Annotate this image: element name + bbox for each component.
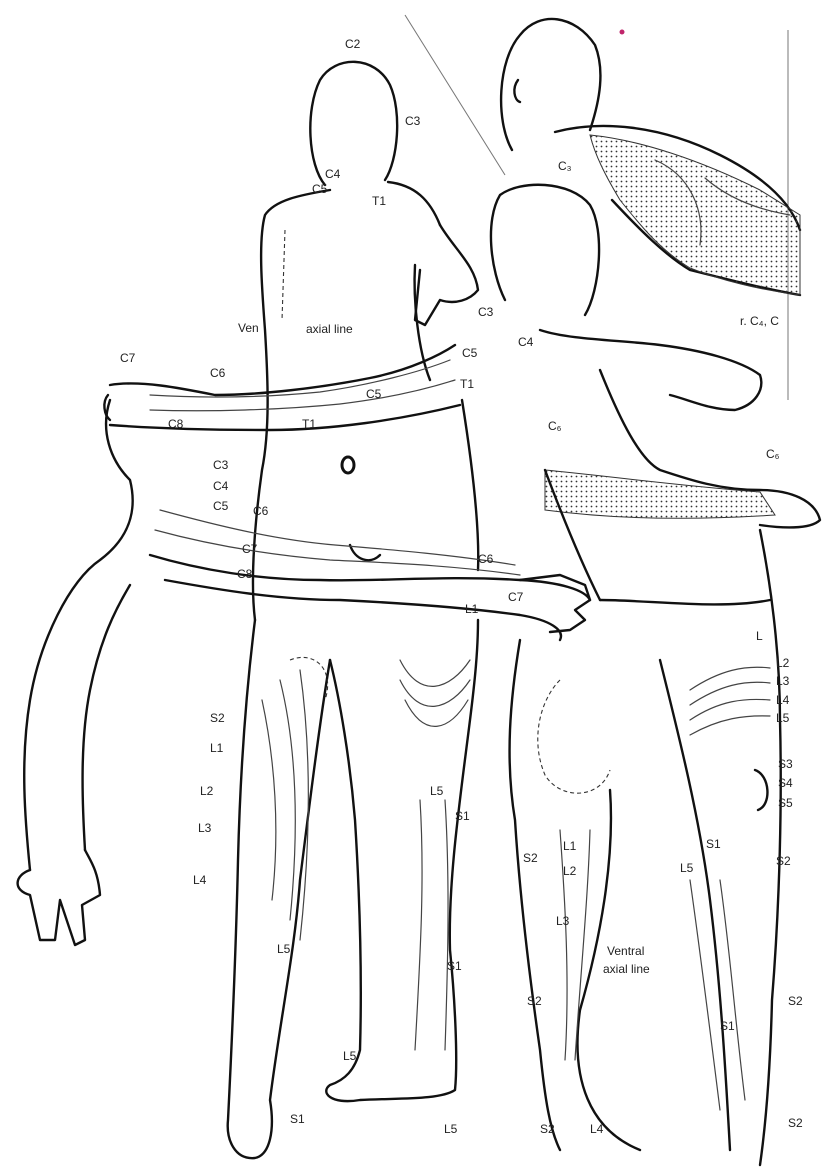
label-c4-a: C4 [213, 479, 229, 493]
label-s2-back3: S2 [788, 1116, 803, 1130]
label-s1-mid2: S1 [447, 959, 462, 973]
label-c5-front: C5 [462, 346, 478, 360]
label-ven: Ven [238, 321, 259, 335]
label-s1-mid: S1 [455, 809, 470, 823]
label-s2-front2: S2 [527, 994, 542, 1008]
label-s1-foot: S1 [290, 1112, 305, 1126]
label-l2-back: L2 [776, 656, 790, 670]
label-l5-back2: L5 [680, 861, 694, 875]
label-s2-back2: S2 [788, 994, 803, 1008]
label-s2-left: S2 [210, 711, 225, 725]
label-l5-back: L5 [776, 711, 790, 725]
label-t1-top: T1 [372, 194, 386, 208]
shoulder-inset [405, 15, 800, 400]
label-c6-b: C6 [478, 552, 494, 566]
left-figure [18, 400, 133, 945]
label-t1-front: T1 [460, 377, 474, 391]
label-t1-arm: T1 [302, 417, 316, 431]
label-l5-left: L5 [277, 942, 291, 956]
label-l4-back: L4 [776, 693, 790, 707]
label-c6-a: C6 [253, 504, 269, 518]
label-l3-back: L3 [776, 674, 790, 688]
label-c8-a: C8 [237, 567, 253, 581]
label-c7-left: C7 [120, 351, 136, 365]
label-l5-mid: L5 [430, 784, 444, 798]
label-s1-back: S1 [706, 837, 721, 851]
label-s1-back2: S1 [720, 1019, 735, 1033]
label-l1-front: L1 [563, 839, 577, 853]
label-s4: S4 [778, 776, 793, 790]
label-l2-left: L2 [200, 784, 214, 798]
label-rc4: r. C₄, C [740, 314, 779, 328]
label-c3-front: C3 [478, 305, 494, 319]
label-l5-foot: L5 [343, 1049, 357, 1063]
label-l-back: L [756, 629, 763, 643]
label-c2: C2 [345, 37, 361, 51]
label-s2-bottom: S2 [540, 1122, 555, 1136]
label-c5-a: C5 [213, 499, 229, 513]
label-c7-b: C7 [508, 590, 524, 604]
label-c4-back: C4 [325, 167, 341, 181]
label-l1-top: L1 [465, 602, 479, 616]
label-ventral2: axial line [603, 962, 650, 976]
label-c6-chest: C₆ [548, 419, 562, 433]
label-c3-sub: C₃ [558, 159, 572, 173]
label-l4-bottom: L4 [590, 1122, 604, 1136]
label-c5-shoulder: C5 [312, 182, 328, 196]
label-c5-arm: C5 [366, 387, 382, 401]
label-l3-front: L3 [556, 914, 570, 928]
label-l4-left: L4 [193, 873, 207, 887]
right-figure [491, 185, 820, 1165]
label-s2-back: S2 [776, 854, 791, 868]
central-legs [228, 620, 478, 1158]
central-figure [253, 62, 478, 620]
label-c7-a: C7 [242, 542, 258, 556]
label-l3-left: L3 [198, 821, 212, 835]
label-s2-front: S2 [523, 851, 538, 865]
label-l1-left: L1 [210, 741, 224, 755]
label-c6-right: C₆ [766, 447, 780, 461]
label-c3-a: C3 [213, 458, 229, 472]
label-l2-front: L2 [563, 864, 577, 878]
label-c4-front: C4 [518, 335, 534, 349]
label-l5-foot2: L5 [444, 1122, 458, 1136]
label-s5: S5 [778, 796, 793, 810]
label-c6-left: C6 [210, 366, 226, 380]
label-c3-head: C3 [405, 114, 421, 128]
label-axial: axial line [306, 322, 353, 336]
label-ventral1: Ventral [607, 944, 644, 958]
label-c8-left: C8 [168, 417, 184, 431]
label-s3: S3 [778, 757, 793, 771]
